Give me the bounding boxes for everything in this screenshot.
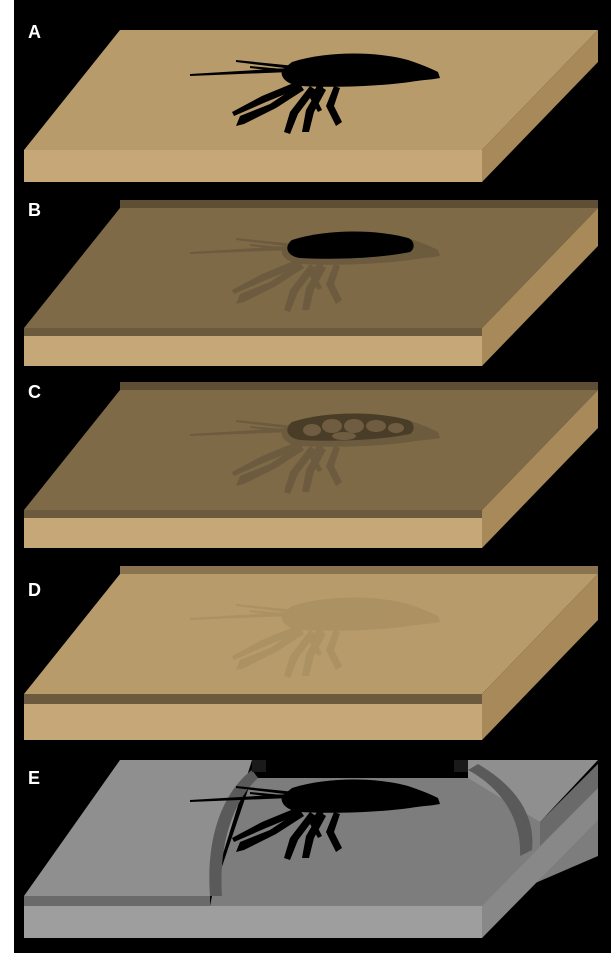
panel-b-slab-front <box>24 336 482 366</box>
panel-label-d: D <box>28 580 41 600</box>
panel-d-slab-front-lower <box>24 704 482 740</box>
panel-c-slab-front-dark <box>24 510 482 518</box>
panel-label-e: E <box>28 768 40 788</box>
panel-b-slab-front-dark <box>24 328 482 336</box>
panel-d-slab-front <box>24 694 482 704</box>
panel-label-b: B <box>28 200 41 220</box>
panel-c-slab-front <box>24 518 482 548</box>
panel-e-back-edge-left <box>252 760 266 772</box>
panel-label-c: C <box>28 382 41 402</box>
panel-d-slab-edge <box>120 566 598 574</box>
panel-a-slab-front <box>24 150 482 182</box>
panel-e-back-edge-right <box>454 760 468 772</box>
panel-e-front-left <box>24 896 210 906</box>
panel-e-front <box>24 906 482 938</box>
panel-b-slab-edge <box>120 200 598 208</box>
panel-label-a: A <box>28 22 41 42</box>
panel-c-slab-edge <box>120 382 598 390</box>
